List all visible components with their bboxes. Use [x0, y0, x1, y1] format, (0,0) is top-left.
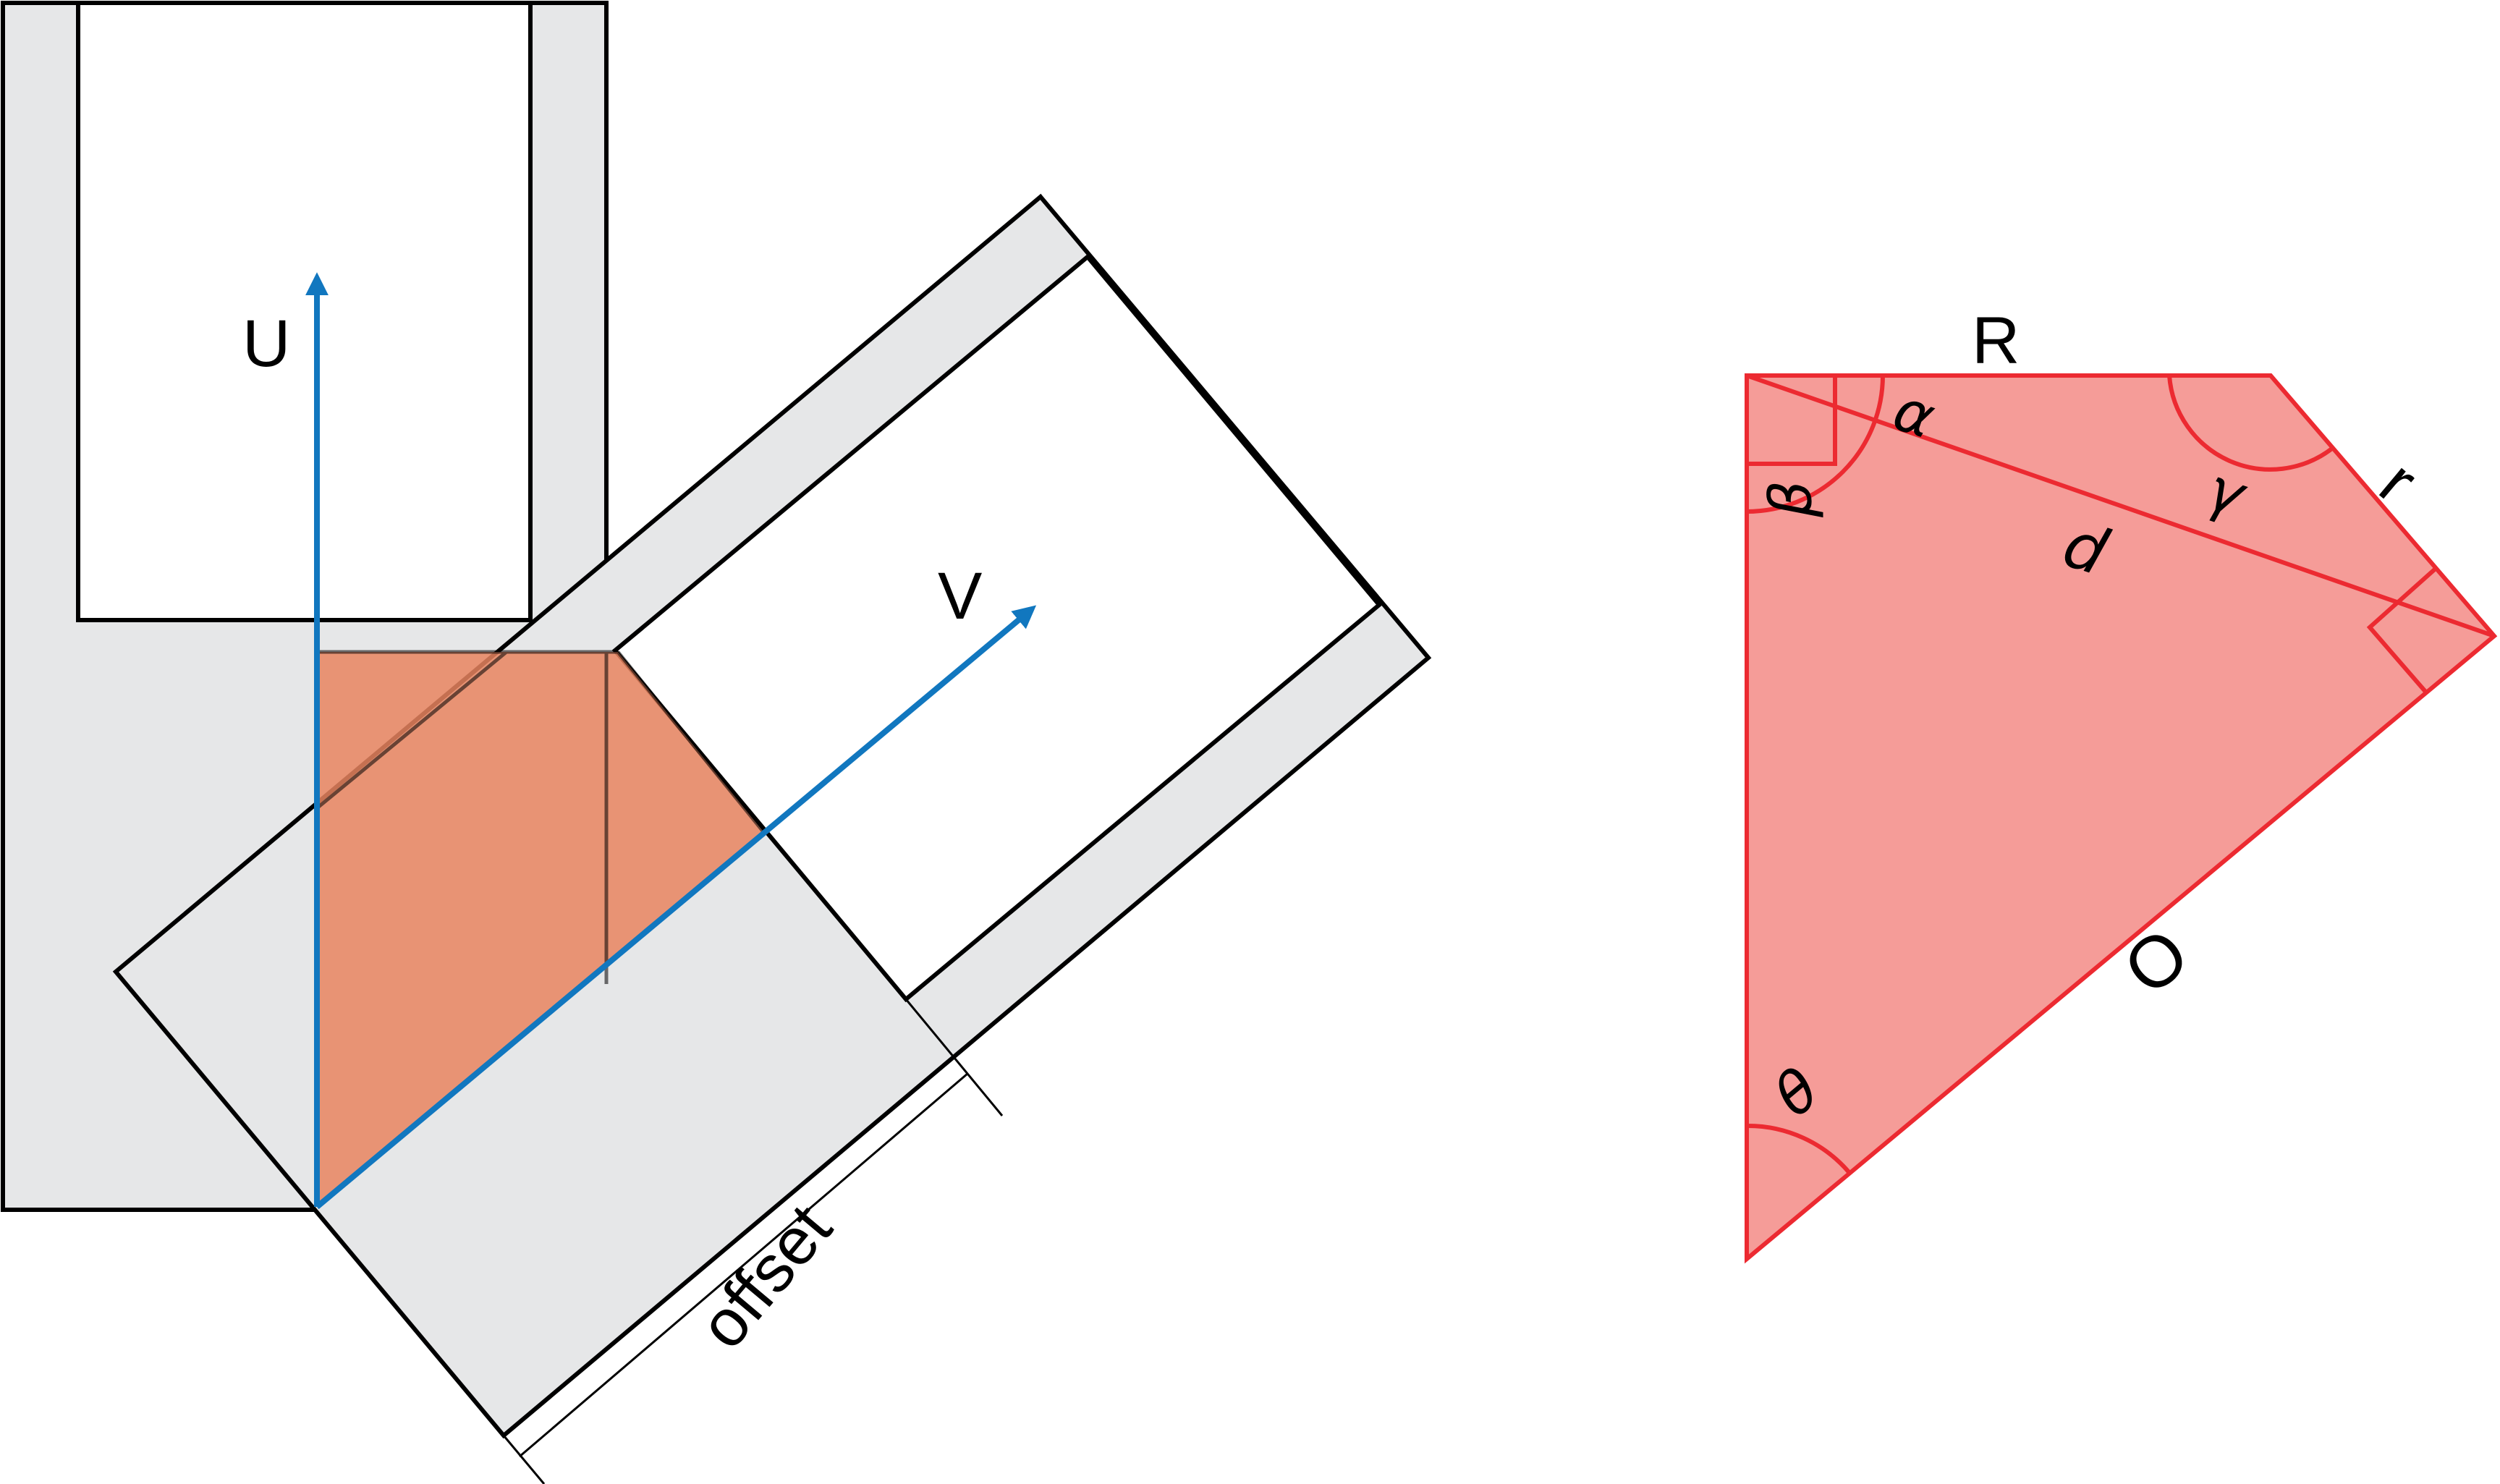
left-figure: offset U V: [1, 1, 1432, 1484]
right-angle-marker-right: [2366, 565, 2438, 694]
vector-v: V: [315, 559, 1037, 1210]
side-r-label: r: [2366, 446, 2431, 517]
vector-u-label: U: [242, 307, 290, 381]
angle-arc-theta: [1746, 1123, 1852, 1174]
angle-beta-label: β: [1758, 480, 1825, 518]
angle-arc-alpha-beta: [1746, 375, 1885, 514]
vertical-frame-window: [76, 1, 533, 622]
offset-extension-line-far: [502, 1435, 546, 1484]
diagonal-d: [1746, 373, 2495, 638]
right-angle-marker-top-left: [1747, 376, 1837, 466]
offset-extension-line-near: [904, 998, 1004, 1116]
vector-u: U: [242, 272, 329, 1207]
vector-v-shaft: [315, 605, 1037, 1210]
vector-v-label: V: [938, 559, 982, 633]
overlap-edges: [315, 650, 766, 984]
angle-arc-gamma: [2167, 375, 2334, 472]
side-R-label: R: [1972, 304, 2020, 378]
overlap-region: [317, 652, 765, 1204]
offset-dimension-line: [519, 1072, 968, 1458]
right-figure: R r d O α β γ θ: [1745, 304, 2498, 1264]
